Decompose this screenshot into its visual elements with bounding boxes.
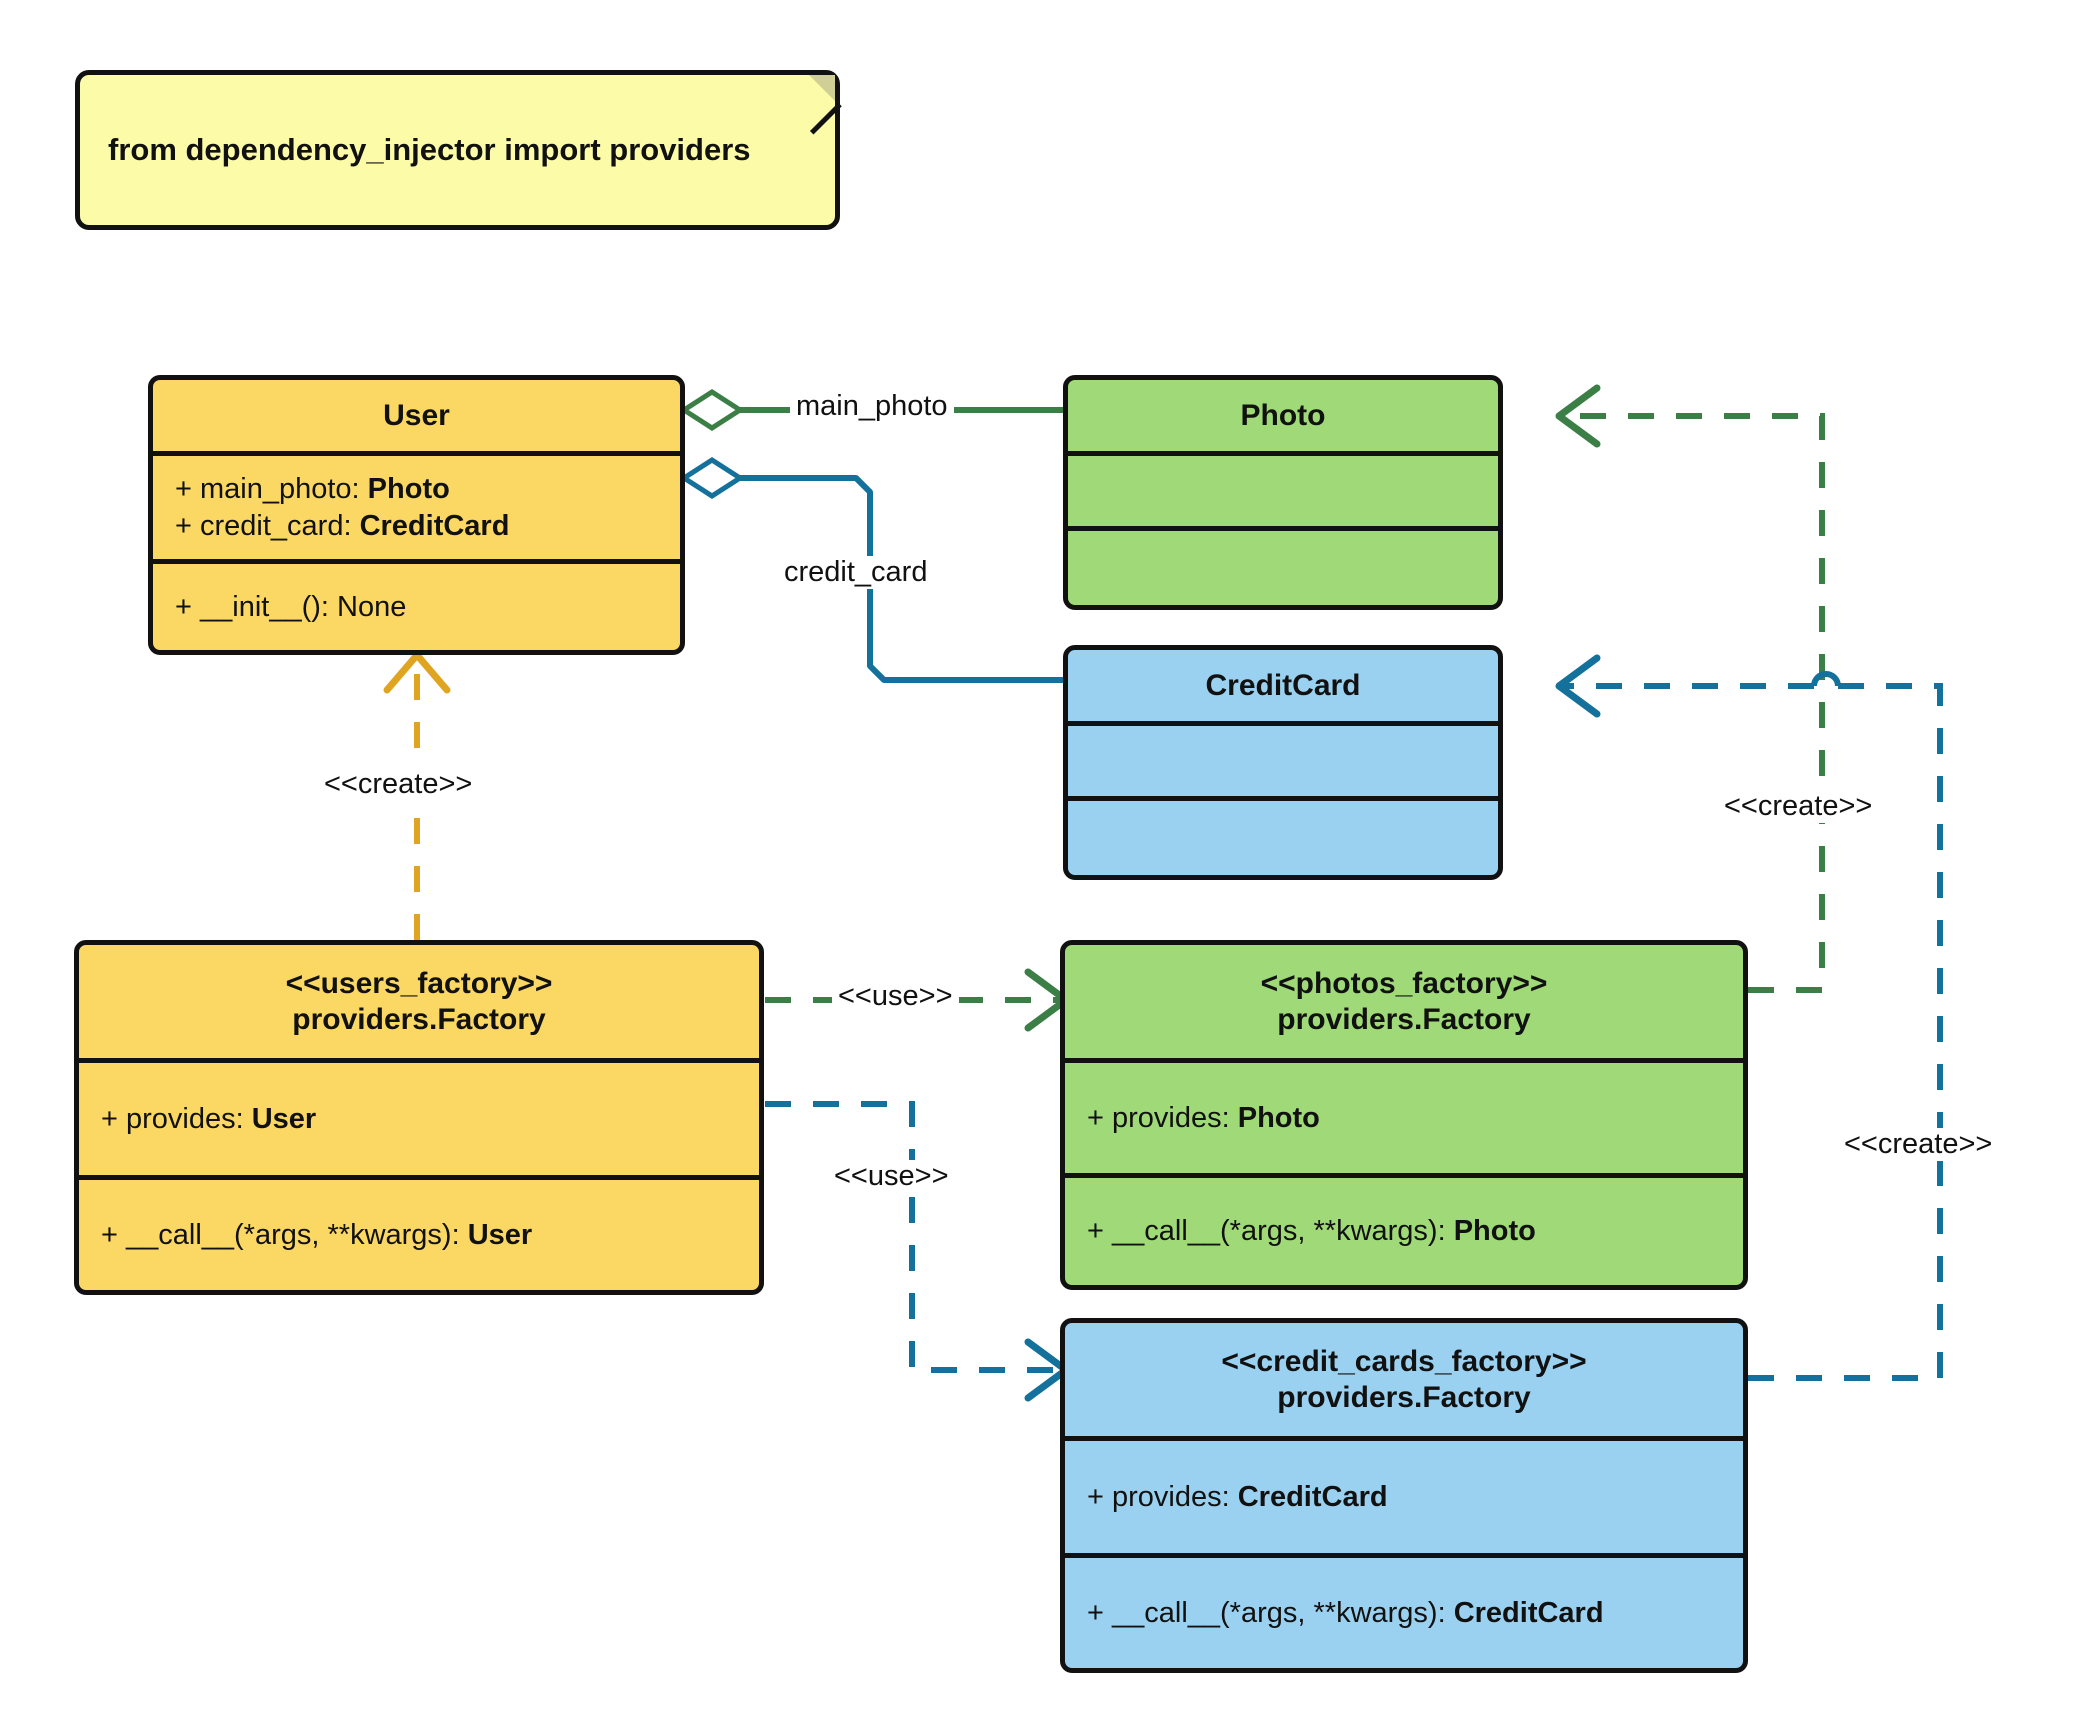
attribute-credit-card: + credit_card: CreditCard [153, 508, 680, 544]
credit-cards-factory-name: providers.Factory [1277, 1380, 1531, 1414]
edge-line-use-credit-cards [765, 1101, 1060, 1373]
photos-factory-call: + __call__(*args, **kwargs): Photo [1065, 1213, 1743, 1249]
arrowhead-create-photo [1555, 384, 1601, 448]
class-credit-card-name: CreditCard [1205, 668, 1361, 702]
attr-type: CreditCard [359, 509, 510, 542]
attr-type: Photo [367, 473, 450, 506]
attribute-main-photo: + main_photo: Photo [153, 471, 680, 507]
edge-create-photo [1555, 384, 1825, 993]
class-photo-attributes [1068, 456, 1498, 531]
edge-label-create-photo: <<create>> [1718, 790, 1879, 823]
provides-type: User [251, 1102, 317, 1135]
class-user-name: User [383, 398, 450, 432]
call-prefix: + __call__(*args, **kwargs): [1087, 1596, 1454, 1629]
class-photo-header: Photo [1068, 380, 1498, 456]
class-box-credit-cards-factory[interactable]: <<credit_cards_factory>> providers.Facto… [1060, 1318, 1748, 1673]
class-user-methods: + __init__(): None [153, 564, 680, 650]
photos-factory-header: <<photos_factory>> providers.Factory [1065, 945, 1743, 1063]
edge-label-use-credit-cards: <<use>> [828, 1160, 955, 1193]
class-credit-card-attributes [1068, 726, 1498, 801]
edge-label-create-credit-card: <<create>> [1838, 1128, 1999, 1161]
class-box-credit-card[interactable]: CreditCard [1063, 645, 1503, 880]
class-user-header: User [153, 380, 680, 456]
note-fold-crease [809, 102, 842, 135]
class-box-photo[interactable]: Photo [1063, 375, 1503, 610]
attr-prefix: + [175, 473, 200, 506]
arrowhead-create-credit-card [1555, 654, 1601, 718]
users-factory-header: <<users_factory>> providers.Factory [79, 945, 759, 1063]
edge-label-credit-card: credit_card [778, 556, 934, 589]
class-photo-methods [1068, 531, 1498, 605]
provides-type: CreditCard [1237, 1480, 1388, 1513]
edge-use-credit-cards [765, 1101, 1070, 1402]
note-text: from dependency_injector import provider… [108, 132, 751, 167]
photos-factory-stereotype: <<photos_factory>> [1260, 967, 1548, 1001]
users-factory-call: + __call__(*args, **kwargs): User [79, 1217, 759, 1253]
arrowhead-create-user [383, 651, 451, 694]
credit-cards-factory-methods: + __call__(*args, **kwargs): CreditCard [1065, 1558, 1743, 1668]
edge-line-create-photo [1565, 413, 1825, 993]
credit-cards-factory-header: <<credit_cards_factory>> providers.Facto… [1065, 1323, 1743, 1441]
provides-type: Photo [1237, 1101, 1320, 1134]
call-prefix: + __call__(*args, **kwargs): [101, 1218, 468, 1251]
credit-cards-factory-provides: + provides: CreditCard [1065, 1479, 1743, 1515]
call-prefix: + __call__(*args, **kwargs): [1087, 1215, 1454, 1248]
class-box-photos-factory[interactable]: <<photos_factory>> providers.Factory + p… [1060, 940, 1748, 1290]
note-import: from dependency_injector import provider… [75, 70, 842, 230]
attr-label: credit_card: [200, 509, 360, 542]
provides-prefix: + provides: [1087, 1480, 1238, 1513]
class-credit-card-methods [1068, 801, 1498, 875]
aggregation-diamond-main-photo [679, 389, 745, 431]
call-type: Photo [1453, 1215, 1536, 1248]
method-init: + __init__(): None [175, 590, 407, 623]
line-hop-credit-card [1811, 671, 1841, 687]
provides-prefix: + provides: [1087, 1101, 1238, 1134]
photos-factory-methods: + __call__(*args, **kwargs): Photo [1065, 1178, 1743, 1285]
provides-prefix: + provides: [101, 1102, 252, 1135]
users-factory-provides: + provides: User [79, 1101, 759, 1137]
credit-cards-factory-call: + __call__(*args, **kwargs): CreditCard [1065, 1595, 1743, 1631]
users-factory-attributes: + provides: User [79, 1063, 759, 1180]
class-credit-card-header: CreditCard [1068, 650, 1498, 726]
credit-cards-factory-attributes: + provides: CreditCard [1065, 1441, 1743, 1558]
users-factory-stereotype: <<users_factory>> [285, 967, 553, 1001]
credit-cards-factory-stereotype: <<credit_cards_factory>> [1221, 1345, 1587, 1379]
users-factory-methods: + __call__(*args, **kwargs): User [79, 1180, 759, 1290]
edge-label-use-photos: <<use>> [832, 980, 959, 1013]
call-type: CreditCard [1453, 1596, 1604, 1629]
class-box-users-factory[interactable]: <<users_factory>> providers.Factory + pr… [74, 940, 764, 1295]
class-user-attributes: + main_photo: Photo + credit_card: Credi… [153, 456, 680, 564]
class-box-user[interactable]: User + main_photo: Photo + credit_card: … [148, 375, 685, 655]
aggregation-diamond-credit-card [679, 457, 745, 499]
attr-prefix: + [175, 509, 200, 542]
edge-label-main-photo: main_photo [790, 390, 954, 423]
note-fold-icon [809, 75, 835, 101]
photos-factory-provides: + provides: Photo [1065, 1100, 1743, 1136]
photos-factory-name: providers.Factory [1277, 1002, 1531, 1036]
attr-label: main_photo: [200, 473, 368, 506]
class-photo-name: Photo [1240, 398, 1326, 432]
call-type: User [467, 1218, 533, 1251]
photos-factory-attributes: + provides: Photo [1065, 1063, 1743, 1178]
edge-label-create-user: <<create>> [318, 768, 479, 801]
users-factory-name: providers.Factory [292, 1002, 546, 1036]
